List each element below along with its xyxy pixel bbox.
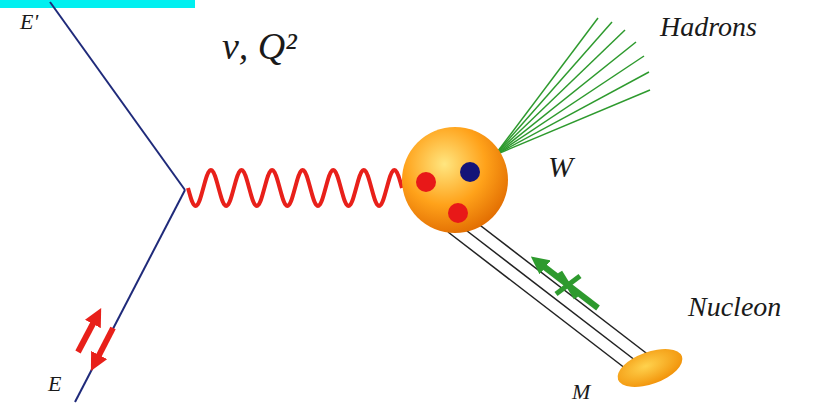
incoming-electron xyxy=(75,190,185,402)
nucleon-ball xyxy=(402,127,508,233)
hadron-jet xyxy=(495,18,650,155)
nucleon-label: Nucleon xyxy=(688,292,781,323)
invariant-mass-label: W xyxy=(548,150,573,183)
outgoing-energy-label: E' xyxy=(20,10,38,34)
photon-kinematics-label: ν, Q² xyxy=(222,26,297,68)
quark xyxy=(416,172,436,192)
helicity-arrow xyxy=(78,316,97,352)
title-bar xyxy=(0,0,195,8)
incoming-energy-label: E xyxy=(48,372,61,396)
spin-arrow xyxy=(538,262,598,308)
outgoing-electron xyxy=(50,2,185,190)
virtual-photon xyxy=(188,170,402,206)
nucleon-mass-label: M xyxy=(572,380,590,404)
quark xyxy=(448,203,468,223)
nucleon-lines xyxy=(448,216,650,372)
helicity-arrow xyxy=(95,328,113,363)
quark xyxy=(460,162,480,182)
hadrons-label: Hadrons xyxy=(660,12,757,43)
nucleon-target xyxy=(613,341,688,394)
